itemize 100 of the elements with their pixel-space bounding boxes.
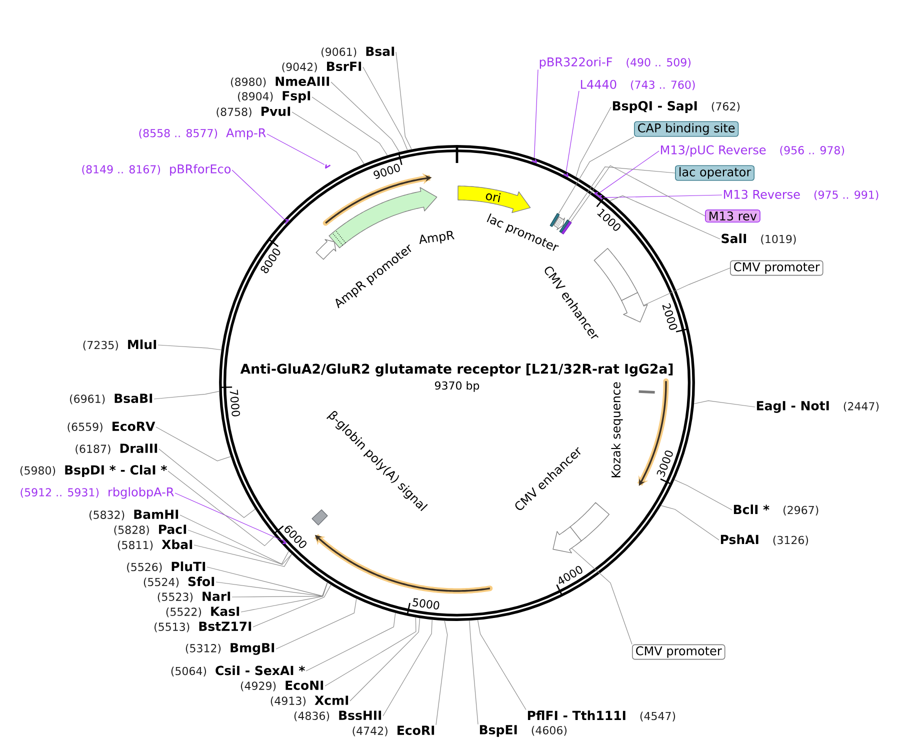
site-label: (4742) EcoRI xyxy=(352,726,434,736)
leader-line xyxy=(610,195,720,240)
primer-mark xyxy=(532,159,538,164)
leader-line xyxy=(194,544,292,567)
leader-line xyxy=(276,598,357,650)
leader-line xyxy=(232,170,285,220)
site-label: (8980) NmeAIII xyxy=(230,76,330,88)
leader-line xyxy=(206,566,328,596)
site-label: PflFI - Tth111I (4547) xyxy=(528,710,676,722)
tick-label: 7000 xyxy=(230,390,240,416)
site-label: (5524) SfoI xyxy=(144,576,214,588)
tick-label: 5000 xyxy=(412,598,440,610)
orf-marker xyxy=(313,533,493,594)
leader-line xyxy=(180,514,290,564)
plasmid-length: 9370 bp xyxy=(434,381,480,392)
leader-line xyxy=(252,584,332,628)
leader-line xyxy=(324,617,416,686)
leader-line xyxy=(174,492,282,541)
primer-label: L4440 (743 .. 760) xyxy=(580,80,695,90)
site-label: (4836) BssHII xyxy=(294,710,382,722)
site-label: (5312) BmgBI xyxy=(186,643,274,655)
primer-label: M13/pUC Reverse (956 .. 978) xyxy=(660,145,844,157)
feature-bar xyxy=(561,221,572,234)
leader-line xyxy=(603,194,722,198)
leader-line xyxy=(477,620,526,710)
feature-label: AmpR xyxy=(419,230,455,244)
site-label: (7235) MluI xyxy=(83,340,156,350)
primer-label: M13 Reverse (975 .. 991) xyxy=(724,190,878,200)
feature-bar xyxy=(559,220,570,233)
leader-line xyxy=(396,52,412,150)
leader-line xyxy=(382,619,432,716)
leader-line xyxy=(436,620,448,726)
feature-label: Kozak sequence xyxy=(611,382,623,478)
tick-label: 3000 xyxy=(656,450,673,478)
site-label: (5811) XbaI xyxy=(118,540,192,550)
primer-label: (8149 .. 8167) pBRforEco xyxy=(82,164,231,176)
leader-line xyxy=(570,165,706,222)
primer-mark xyxy=(594,192,599,197)
leader-line xyxy=(643,268,730,306)
leader-line xyxy=(571,548,632,645)
site-label: SalI (1019) xyxy=(722,234,796,244)
site-label: (4929) EcoNI xyxy=(240,680,324,692)
feature-tag: lac operator xyxy=(675,165,755,181)
site-label: PshAI (3126) xyxy=(720,534,808,546)
site-label: (9042) BsrFI xyxy=(282,62,362,72)
leader-line xyxy=(216,582,328,596)
site-label: (8904) FspI xyxy=(238,91,310,103)
leader-line xyxy=(558,136,634,214)
leader-line xyxy=(188,530,292,565)
site-label: BclI * (2967) xyxy=(734,504,818,516)
leader-line xyxy=(312,96,388,156)
leader-line xyxy=(154,391,220,400)
leader-line xyxy=(266,134,325,165)
leader-line xyxy=(674,480,732,510)
leader-line xyxy=(158,448,256,518)
leader-line xyxy=(156,426,231,462)
site-label: (5828) PacI xyxy=(114,524,186,536)
primer-mark xyxy=(325,164,331,169)
leader-line xyxy=(292,112,364,164)
feature-block xyxy=(552,526,582,554)
site-label: (6961) BsaBI xyxy=(70,394,152,404)
site-label: (6187) DraIII xyxy=(76,444,158,454)
primer-mark xyxy=(282,539,286,544)
leader-line xyxy=(566,90,580,172)
primer-mark xyxy=(563,173,568,178)
leader-line xyxy=(568,166,676,221)
site-label: (4913) XcmI xyxy=(270,696,348,706)
primer-label: pBR322ori-F (490 .. 509) xyxy=(540,57,690,69)
feature-tag: CMV promoter xyxy=(730,260,824,276)
tick-label: 4000 xyxy=(558,566,582,584)
leader-line xyxy=(694,400,756,408)
site-label: (5526) PluTI xyxy=(127,562,206,572)
site-label: BspEI (4606) xyxy=(480,725,567,737)
leader-line xyxy=(350,618,420,702)
primer-label: (8558 .. 8577) Amp-R xyxy=(139,128,266,140)
leader-line xyxy=(306,612,396,672)
leader-line xyxy=(168,470,275,546)
leader-line xyxy=(330,82,400,152)
site-label: EagI - NotI (2447) xyxy=(756,401,879,413)
primer-label: (5912 .. 5931) rbglobpA-R xyxy=(20,487,174,499)
feature-block: ori xyxy=(458,186,531,213)
site-label: (5523) NarI xyxy=(158,592,230,602)
site-label: (5513) BstZ17I xyxy=(154,622,252,632)
site-label: BspQI - SapI (762) xyxy=(612,101,740,113)
leader-line xyxy=(576,106,612,178)
feature-tag: M13 rev xyxy=(705,209,760,223)
leader-line xyxy=(534,69,538,158)
leader-line xyxy=(469,620,478,725)
leader-line xyxy=(599,150,660,193)
primer-mark xyxy=(284,219,290,224)
leader-line xyxy=(660,505,720,540)
site-label: (5064) CsiI - SexAI * xyxy=(171,666,305,676)
site-label: (8758) PvuI xyxy=(216,106,290,118)
feature-tag: CMV promoter xyxy=(632,644,726,660)
tick-label: 9000 xyxy=(374,164,400,179)
plasmid-name: Anti-GluA2/GluR2 glutamate receptor [L21/32R-rat IgG2a] xyxy=(240,364,673,376)
feature-tag: CAP binding site xyxy=(634,121,739,137)
feature-block xyxy=(621,292,648,322)
site-label: (5832) BamHI xyxy=(89,510,178,520)
leader-line xyxy=(158,344,222,350)
